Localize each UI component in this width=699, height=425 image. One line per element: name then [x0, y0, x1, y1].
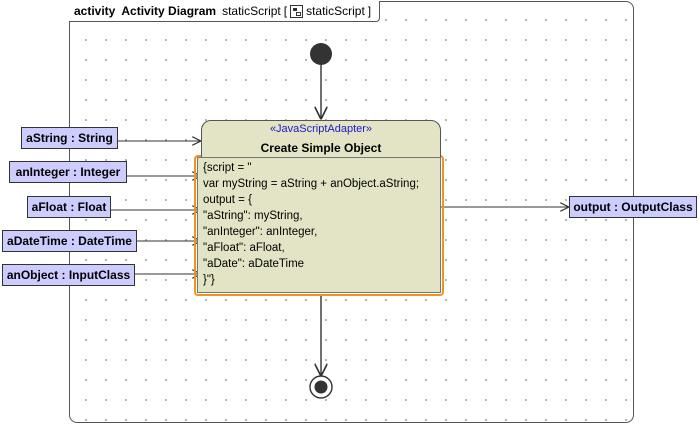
- frame-subject: staticScript: [222, 4, 281, 18]
- frame-header: activity Activity Diagram staticScript […: [69, 1, 381, 22]
- script-line: "anInteger": anInteger,: [203, 226, 318, 238]
- initial-node[interactable]: [310, 43, 332, 65]
- frame-bracket-close: ]: [367, 4, 372, 18]
- script-line: "aFloat": aFloat,: [203, 242, 285, 254]
- script-line: }"}: [203, 274, 215, 286]
- frame-bracket-open: [: [283, 4, 288, 18]
- script-line: "aString": myString,: [203, 210, 303, 222]
- script-line: "aDate": aDateTime: [203, 258, 305, 270]
- input-pin-afloat[interactable]: aFloat : Float: [27, 196, 111, 218]
- input-pin-adatetime[interactable]: aDateTime : DateTime: [2, 230, 137, 252]
- activity-diagram-icon: [290, 4, 304, 18]
- script-line: output = {: [203, 194, 252, 206]
- input-pin-aninteger[interactable]: anInteger : Integer: [9, 161, 127, 183]
- activity-final-node[interactable]: [309, 375, 333, 399]
- script-line: var myString = aString + anObject.aStrin…: [203, 178, 420, 190]
- frame-kind: activity: [74, 4, 116, 18]
- action-name: Create Simple Object: [260, 141, 382, 155]
- input-pin-anobject[interactable]: anObject : InputClass: [2, 264, 135, 286]
- input-pin-astring[interactable]: aString : String: [21, 127, 118, 149]
- output-pin-output[interactable]: output : OutputClass: [569, 196, 697, 218]
- frame-name: Activity Diagram: [121, 4, 217, 18]
- frame-subject-ref: staticScript: [306, 4, 365, 18]
- script-line: {script = ": [203, 162, 252, 174]
- script-compartment[interactable]: {script = " var myString = aString + anO…: [197, 157, 441, 293]
- action-stereotype: «JavaScriptAdapter»: [269, 123, 373, 135]
